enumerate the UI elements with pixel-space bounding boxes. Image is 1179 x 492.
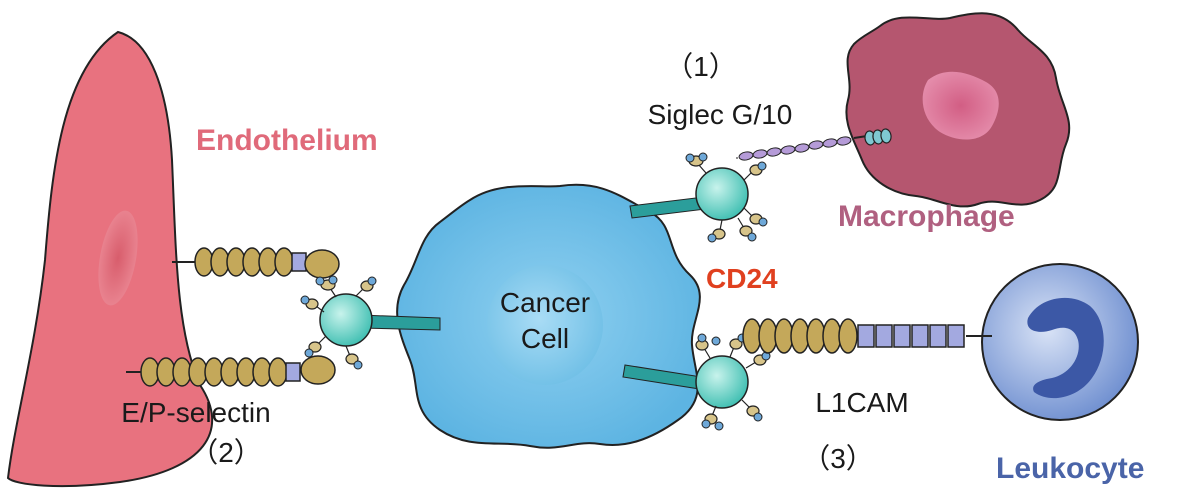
cancer-cell-label-line1: Cancer	[500, 287, 590, 318]
siglec-receptor	[736, 128, 892, 161]
leukocyte-cell	[981, 263, 1139, 421]
siglec-number-label: （1）	[665, 51, 737, 82]
p-selectin-receptor-lower	[126, 355, 336, 387]
e-selectin-receptor-upper	[172, 247, 340, 279]
selectin-label: E/P-selectin	[121, 397, 270, 428]
leukocyte-label: Leukocyte	[996, 452, 1144, 485]
l1cam-number-label: （3）	[802, 443, 874, 474]
macrophage-label: Macrophage	[838, 200, 1015, 233]
siglec-label: Siglec G/10	[648, 99, 793, 130]
cd24-molecule-left	[300, 275, 441, 370]
cancer-cell-label-line2: Cell	[521, 323, 569, 354]
l1cam-receptor	[742, 318, 992, 354]
cd24-molecule-top	[629, 152, 768, 243]
macrophage-cell	[845, 12, 1071, 208]
cd24-label: CD24	[706, 263, 778, 294]
l1cam-label: L1CAM	[815, 387, 908, 418]
endothelium-label: Endothelium	[196, 124, 378, 157]
cancer-cell	[396, 183, 701, 449]
selectin-number-label: （2）	[190, 437, 262, 468]
